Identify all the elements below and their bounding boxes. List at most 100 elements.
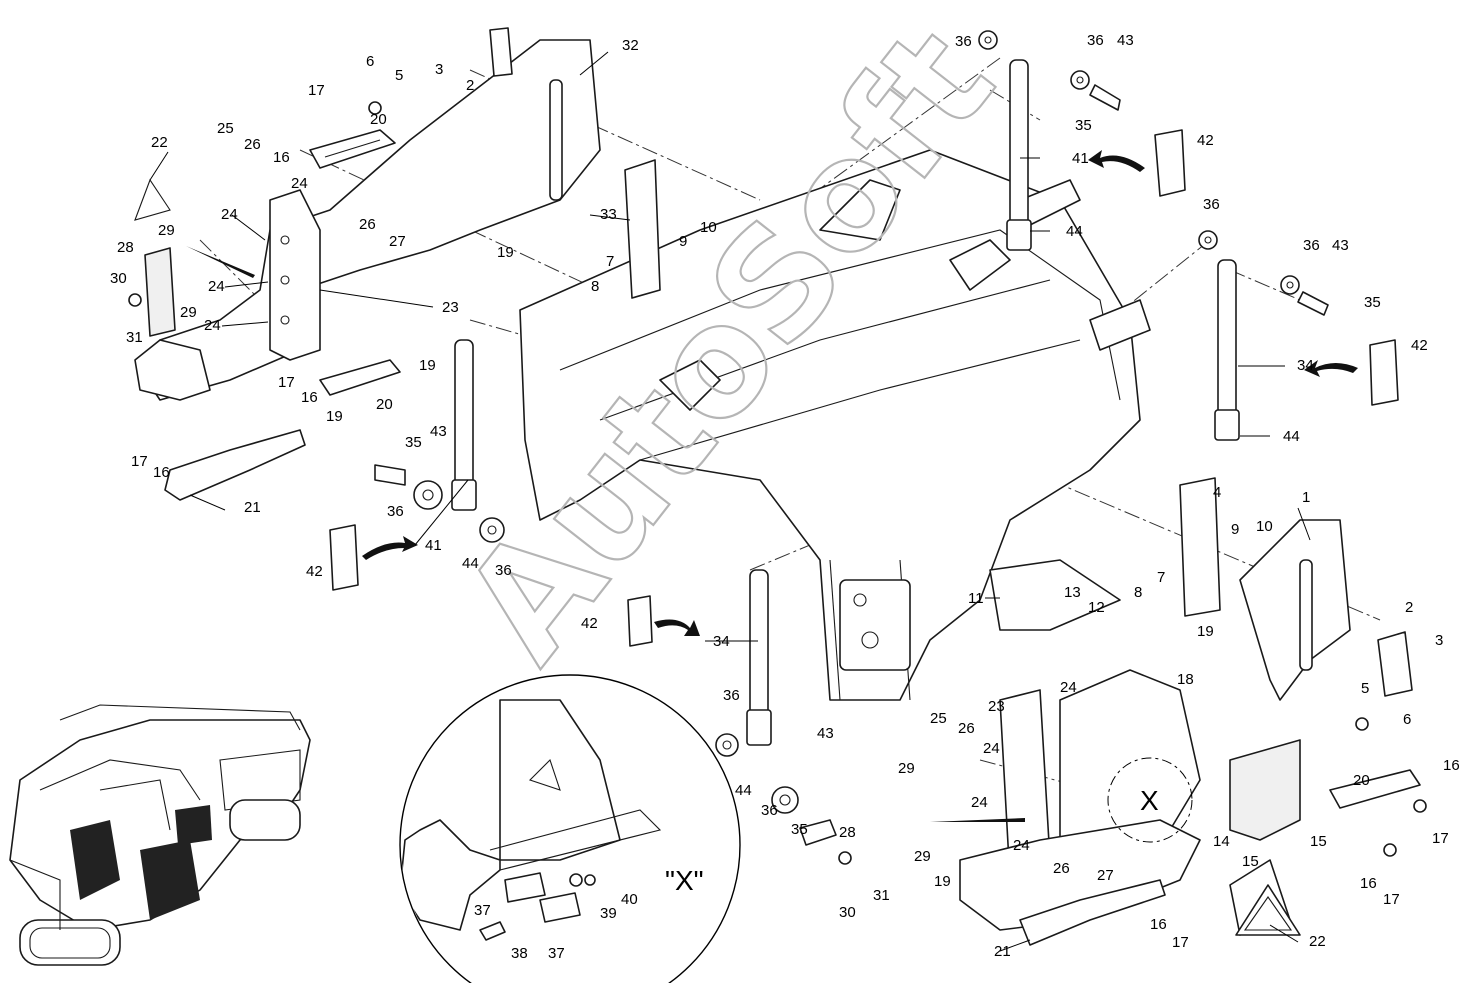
callout-16: 16 xyxy=(1150,916,1167,933)
callout-numbers: 3232651720162526222424262729283029242431… xyxy=(110,32,1460,962)
leader-lines xyxy=(149,51,1311,952)
callout-28: 28 xyxy=(839,824,856,841)
pointer-arrows xyxy=(186,150,1358,822)
callout-26: 26 xyxy=(359,216,376,233)
callout-36: 36 xyxy=(495,562,512,579)
machine-inset-view xyxy=(9,704,311,966)
callout-19: 19 xyxy=(497,244,514,261)
callout-17: 17 xyxy=(308,82,325,99)
callout-43: 43 xyxy=(1117,32,1134,49)
callout-11: 11 xyxy=(968,590,984,607)
callout-19: 19 xyxy=(934,873,951,890)
callout-24: 24 xyxy=(291,175,308,192)
callout-8: 8 xyxy=(1134,584,1142,601)
callout-16: 16 xyxy=(1443,757,1460,774)
callout-24: 24 xyxy=(971,794,988,811)
callout-16: 16 xyxy=(1360,875,1377,892)
callout-32: 32 xyxy=(622,37,639,54)
left-side-plate xyxy=(134,27,661,501)
warning-triangle-icon xyxy=(1235,884,1301,936)
callout-31: 31 xyxy=(873,887,890,904)
callout-24: 24 xyxy=(1060,679,1077,696)
callout-16: 16 xyxy=(273,149,290,166)
callout-35: 35 xyxy=(405,434,422,451)
right-side-plate xyxy=(959,477,1421,946)
callout-19: 19 xyxy=(419,357,436,374)
callout-2: 2 xyxy=(466,77,474,94)
callout-43: 43 xyxy=(430,423,447,440)
callout-10: 10 xyxy=(700,219,717,236)
callout-22: 22 xyxy=(151,134,168,151)
callout-44: 44 xyxy=(1066,223,1083,240)
callout-37: 37 xyxy=(548,945,565,962)
detail-x-marker: X xyxy=(1140,785,1159,816)
callout-17: 17 xyxy=(1172,934,1189,951)
callout-31: 31 xyxy=(126,329,143,346)
callout-36: 36 xyxy=(955,33,972,50)
callout-3: 3 xyxy=(435,61,443,78)
callout-9: 9 xyxy=(1231,521,1239,538)
callout-37: 37 xyxy=(474,902,491,919)
callout-20: 20 xyxy=(370,111,387,128)
callout-39: 39 xyxy=(600,905,617,922)
callout-26: 26 xyxy=(1053,860,1070,877)
callout-40: 40 xyxy=(621,891,638,908)
callout-22: 22 xyxy=(1309,933,1326,950)
callout-33: 33 xyxy=(600,206,617,223)
callout-43: 43 xyxy=(1332,237,1349,254)
callout-34: 34 xyxy=(713,633,730,650)
callout-36: 36 xyxy=(723,687,740,704)
callout-19: 19 xyxy=(326,408,343,425)
callout-6: 6 xyxy=(1403,711,1411,728)
callout-42: 42 xyxy=(1197,132,1214,149)
detail-x-marker-circle xyxy=(1107,757,1193,843)
callout-29: 29 xyxy=(158,222,175,239)
callout-44: 44 xyxy=(735,782,752,799)
callout-28: 28 xyxy=(117,239,134,256)
callout-36: 36 xyxy=(761,802,778,819)
callout-21: 21 xyxy=(994,943,1011,960)
hydraulic-cylinders xyxy=(451,59,1240,746)
detail-view-title: "X" xyxy=(665,865,704,896)
callout-29: 29 xyxy=(914,848,931,865)
bracket-icons xyxy=(329,129,1399,647)
callout-30: 30 xyxy=(110,270,127,287)
callout-4: 4 xyxy=(1213,484,1221,501)
callout-8: 8 xyxy=(591,278,599,295)
callout-27: 27 xyxy=(389,233,406,250)
callout-17: 17 xyxy=(1383,891,1400,908)
callout-36: 36 xyxy=(1303,237,1320,254)
callout-12: 12 xyxy=(1088,599,1105,616)
callout-15: 15 xyxy=(1310,833,1327,850)
callout-7: 7 xyxy=(1157,569,1165,586)
callout-23: 23 xyxy=(442,299,459,316)
callout-38: 38 xyxy=(511,945,528,962)
callout-35: 35 xyxy=(791,821,808,838)
callout-24: 24 xyxy=(1013,837,1030,854)
callout-35: 35 xyxy=(1364,294,1381,311)
callout-1: 1 xyxy=(1302,489,1310,506)
callout-15: 15 xyxy=(1242,853,1259,870)
callout-44: 44 xyxy=(462,555,479,572)
callout-42: 42 xyxy=(1411,337,1428,354)
callout-24: 24 xyxy=(983,740,1000,757)
callout-14: 14 xyxy=(1213,833,1230,850)
callout-16: 16 xyxy=(153,464,170,481)
callout-26: 26 xyxy=(244,136,261,153)
callout-26: 26 xyxy=(958,720,975,737)
callout-27: 27 xyxy=(1097,867,1114,884)
callout-20: 20 xyxy=(376,396,393,413)
callout-9: 9 xyxy=(679,233,687,250)
callout-42: 42 xyxy=(306,563,323,580)
callout-6: 6 xyxy=(366,53,374,70)
callout-25: 25 xyxy=(930,710,947,727)
callout-23: 23 xyxy=(988,698,1005,715)
detail-view-x xyxy=(399,674,741,983)
callout-7: 7 xyxy=(606,253,614,270)
callout-36: 36 xyxy=(1087,32,1104,49)
callout-17: 17 xyxy=(1432,830,1449,847)
callout-20: 20 xyxy=(1353,772,1370,789)
callout-18: 18 xyxy=(1177,671,1194,688)
callout-2: 2 xyxy=(1405,599,1413,616)
